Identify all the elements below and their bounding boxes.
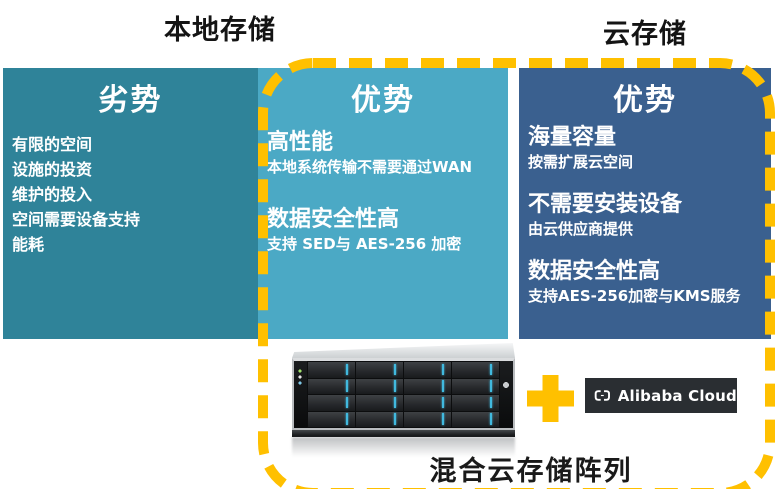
server-drive-grid [307, 361, 500, 428]
server-front-panel [292, 358, 515, 430]
drive-bay [356, 378, 403, 394]
cons-item: 维护的投入 [12, 185, 93, 204]
alibaba-cloud-text: Alibaba Cloud [617, 386, 737, 405]
pro-desc: 由云供应商提供 [528, 220, 634, 238]
hybrid-array-caption: 混合云存储阵列 [429, 456, 633, 487]
server-right-ear [500, 361, 513, 428]
local-storage-title: 本地存储 [164, 15, 276, 46]
server-left-ear [294, 361, 307, 428]
cons-item: 有限的空间 [12, 135, 93, 154]
pro-title: 数据安全性高 [267, 207, 400, 232]
pro-title: 数据安全性高 [528, 259, 661, 284]
pro-item: 不需要安装设备 由云供应商提供 [519, 190, 771, 240]
drive-bay [452, 411, 499, 427]
pro-desc: 支持AES-256加密与KMS服务 [528, 287, 741, 305]
server-base [292, 430, 515, 437]
panel-cloud-pros: 优势 海量容量 按需扩展云空间 不需要安装设备 由云供应商提供 数据安全性高 支… [519, 68, 771, 339]
cons-item: 空间需要设备支持 [12, 210, 141, 229]
pro-item: 高性能 本地系统传输不需要通过WAN [258, 128, 508, 178]
drive-bay [404, 362, 451, 378]
drive-bay [404, 378, 451, 394]
drive-bay [452, 362, 499, 378]
panel-local-cons: 劣势 有限的空间 设施的投资 维护的投入 空间需要设备支持 能耗 [3, 68, 258, 339]
pro-title: 高性能 [267, 130, 334, 155]
server-lid [292, 343, 515, 358]
alibaba-cloud-logo: Alibaba Cloud [585, 378, 737, 413]
panel-local-cons-header: 劣势 [98, 83, 163, 118]
drive-bay [308, 378, 355, 394]
drive-bay [356, 395, 403, 411]
drive-bay [452, 378, 499, 394]
pro-item: 海量容量 按需扩展云空间 [519, 123, 771, 173]
cloud-storage-title: 云存储 [603, 19, 687, 50]
pro-desc: 按需扩展云空间 [528, 153, 634, 171]
pro-title: 海量容量 [528, 125, 617, 150]
drive-bay [356, 411, 403, 427]
drive-bay [308, 362, 355, 378]
drive-bay [356, 362, 403, 378]
panel-local-pros-header: 优势 [351, 83, 415, 118]
storage-array-image [292, 343, 515, 457]
drive-bay [308, 395, 355, 411]
drive-bay [452, 395, 499, 411]
pro-item: 数据安全性高 支持 SED与 AES-256 加密 [258, 205, 508, 255]
drive-bay [404, 395, 451, 411]
drive-bay [308, 411, 355, 427]
plus-icon [527, 375, 574, 422]
panel-local-pros: 优势 高性能 本地系统传输不需要通过WAN 数据安全性高 支持 SED与 AES… [258, 68, 508, 339]
pro-item: 数据安全性高 支持AES-256加密与KMS服务 [519, 257, 771, 307]
pro-title: 不需要安装设备 [528, 192, 683, 217]
alibaba-cloud-bracket-icon [594, 390, 610, 401]
pro-desc: 本地系统传输不需要通过WAN [267, 158, 473, 176]
cons-list: 有限的空间 设施的投资 维护的投入 空间需要设备支持 能耗 [3, 132, 258, 257]
pro-desc: 支持 SED与 AES-256 加密 [267, 235, 462, 253]
cons-item: 设施的投资 [12, 160, 93, 179]
drive-bay [404, 411, 451, 427]
cons-item: 能耗 [12, 235, 45, 254]
panel-cloud-pros-header: 优势 [613, 83, 677, 118]
